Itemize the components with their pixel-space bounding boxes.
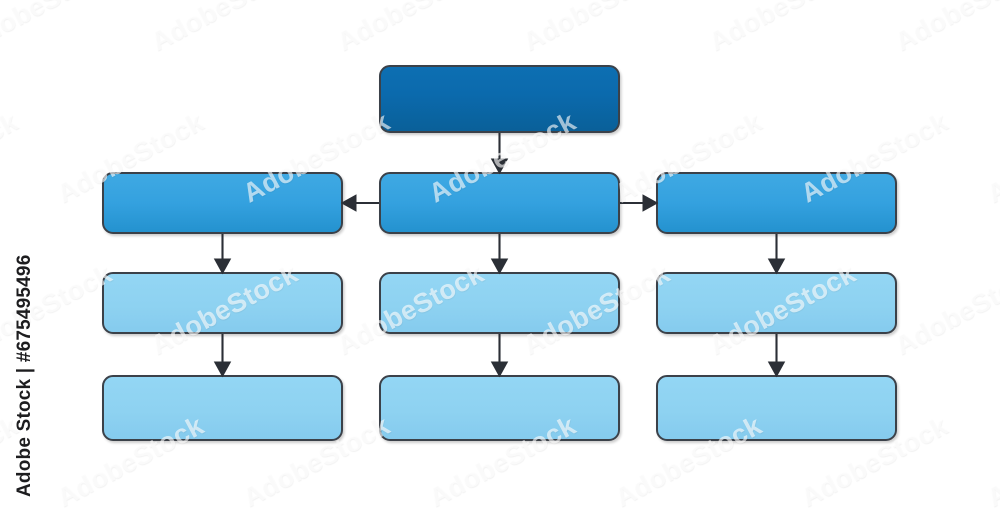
credit-rail: Adobe Stock | #675495496 — [0, 0, 54, 517]
node-branch-right[interactable] — [656, 172, 897, 234]
node-branch-left[interactable] — [102, 172, 343, 234]
adobe-stock-credit-label: Adobe Stock | #675495496 — [14, 254, 35, 497]
node-sub-b-left[interactable] — [102, 375, 343, 441]
node-sub-a-left[interactable] — [102, 272, 343, 334]
node-root[interactable] — [379, 65, 620, 133]
node-sub-b-right[interactable] — [656, 375, 897, 441]
node-branch-center[interactable] — [379, 172, 620, 234]
node-sub-a-center[interactable] — [379, 272, 620, 334]
node-sub-b-center[interactable] — [379, 375, 620, 441]
node-sub-a-right[interactable] — [656, 272, 897, 334]
